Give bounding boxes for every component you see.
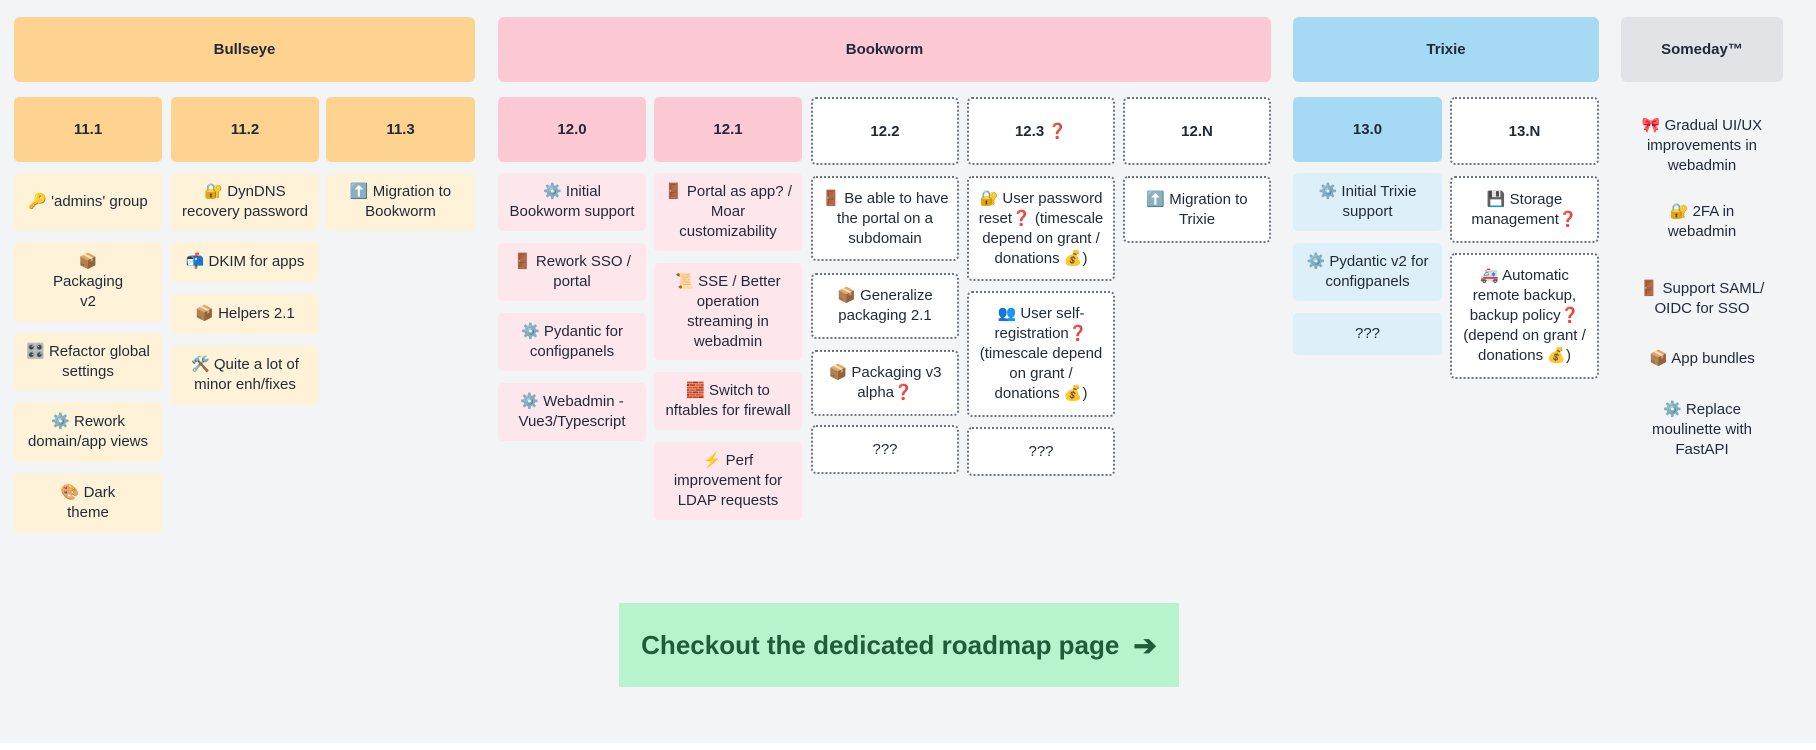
version-11-2: 11.2: [171, 97, 319, 162]
roadmap-page-link-button[interactable]: Checkout the dedicated roadmap page ➔: [619, 603, 1179, 687]
roadmap-item-12-3-self-registration: 👥 User self-registration❓ (timescale dep…: [967, 291, 1115, 417]
phase-trixie: Trixie: [1293, 17, 1599, 82]
version-13-n: 13.N: [1450, 97, 1599, 165]
roadmap-item-someday-app-bundles: 📦 App bundles: [1649, 350, 1755, 367]
roadmap-item-12-3-password-reset: 🔐 User password reset❓ (timescale depend…: [967, 176, 1115, 281]
phase-someday: Someday™: [1621, 17, 1783, 82]
roadmap-item-12-1-portal-as-app: 🚪 Portal as app? / Moar customizability: [654, 173, 802, 251]
phase-bullseye: Bullseye: [14, 17, 475, 82]
roadmap-item-11-1-dark-theme: 🎨 Dark theme: [14, 473, 162, 533]
roadmap-item-13-n-storage: 💾 Storage management❓: [1450, 176, 1599, 243]
roadmap-item-12-1-sse: 📜 SSE / Better operation streaming in we…: [654, 263, 802, 360]
roadmap-item-12-2-generalize-packaging: 📦 Generalize packaging 2.1: [811, 273, 959, 339]
roadmap-item-12-0-webadmin-vue3: ⚙️ Webadmin - Vue3/Typescript: [498, 383, 646, 441]
roadmap-item-12-1-ldap-perf: ⚡ Perf improvement for LDAP requests: [654, 442, 802, 520]
roadmap-item-12-n-migration: ⬆️ Migration to Trixie: [1123, 176, 1271, 243]
roadmap-item-11-1-refactor-settings: 🎛️ Refactor global settings: [14, 333, 162, 391]
roadmap-item-someday-saml: 🚪 Support SAML/ OIDC for SSO: [1639, 280, 1765, 317]
version-11-1: 11.1: [14, 97, 162, 162]
version-12-0: 12.0: [498, 97, 646, 162]
roadmap-item-13-0-initial-support: ⚙️ Initial Trixie support: [1293, 173, 1442, 231]
roadmap-item-11-2-dyndns: 🔐 DynDNS recovery password: [171, 173, 319, 231]
roadmap-item-12-1-nftables: 🧱 Switch to nftables for firewall: [654, 372, 802, 430]
roadmap-item-12-0-initial-support: ⚙️ Initial Bookworm support: [498, 173, 646, 231]
phase-bookworm: Bookworm: [498, 17, 1271, 82]
roadmap-item-11-2-dkim: 📬 DKIM for apps: [171, 242, 319, 282]
roadmap-item-someday-2fa: 🔐 2FA in webadmin: [1667, 203, 1737, 240]
roadmap-item-12-0-rework-sso: 🚪 Rework SSO / portal: [498, 243, 646, 301]
version-12-2: 12.2: [811, 97, 959, 165]
arrow-right-icon: ➔: [1133, 629, 1157, 661]
roadmap-item-11-2-helpers: 📦 Helpers 2.1: [171, 294, 319, 334]
version-12-n: 12.N: [1123, 97, 1271, 165]
roadmap-item-13-0-unknown: ???: [1293, 313, 1442, 355]
roadmap-item-12-0-pydantic: ⚙️ Pydantic for configpanels: [498, 313, 646, 371]
roadmap-item-12-2-packaging-v3: 📦 Packaging v3 alpha❓: [811, 350, 959, 416]
roadmap-item-11-2-minor-fixes: 🛠️ Quite a lot of minor enh/fixes: [171, 345, 319, 405]
roadmap-item-someday-fastapi: ⚙️ Replace moulinette with FastAPI: [1651, 401, 1753, 458]
roadmap-item-someday-ui-ux: 🎀 Gradual UI/UX improvements in webadmin: [1641, 117, 1763, 174]
roadmap-item-13-0-pydantic-v2: ⚙️ Pydantic v2 for configpanels: [1293, 243, 1442, 301]
roadmap-item-11-1-admins-group: 🔑 'admins' group: [14, 173, 162, 231]
roadmap-item-13-n-auto-backup: 🚑 Automatic remote backup, backup policy…: [1450, 253, 1599, 379]
version-12-1: 12.1: [654, 97, 802, 162]
version-12-3: 12.3 ❓: [967, 97, 1115, 165]
version-13-0: 13.0: [1293, 97, 1442, 162]
roadmap-item-11-3-migration: ⬆️ Migration to Bookworm: [326, 173, 475, 231]
roadmap-item-12-2-portal-subdomain: 🚪 Be able to have the portal on a subdom…: [811, 176, 959, 261]
roadmap-item-12-2-unknown: ???: [811, 425, 959, 474]
version-11-3: 11.3: [326, 97, 475, 162]
roadmap-item-11-1-rework-views: ⚙️ Rework domain/app views: [14, 402, 162, 462]
roadmap-page-link-label: Checkout the dedicated roadmap page: [641, 629, 1120, 660]
roadmap-item-12-3-unknown: ???: [967, 427, 1115, 476]
roadmap-item-11-1-packaging-v2: 📦 Packaging v2: [14, 242, 162, 322]
